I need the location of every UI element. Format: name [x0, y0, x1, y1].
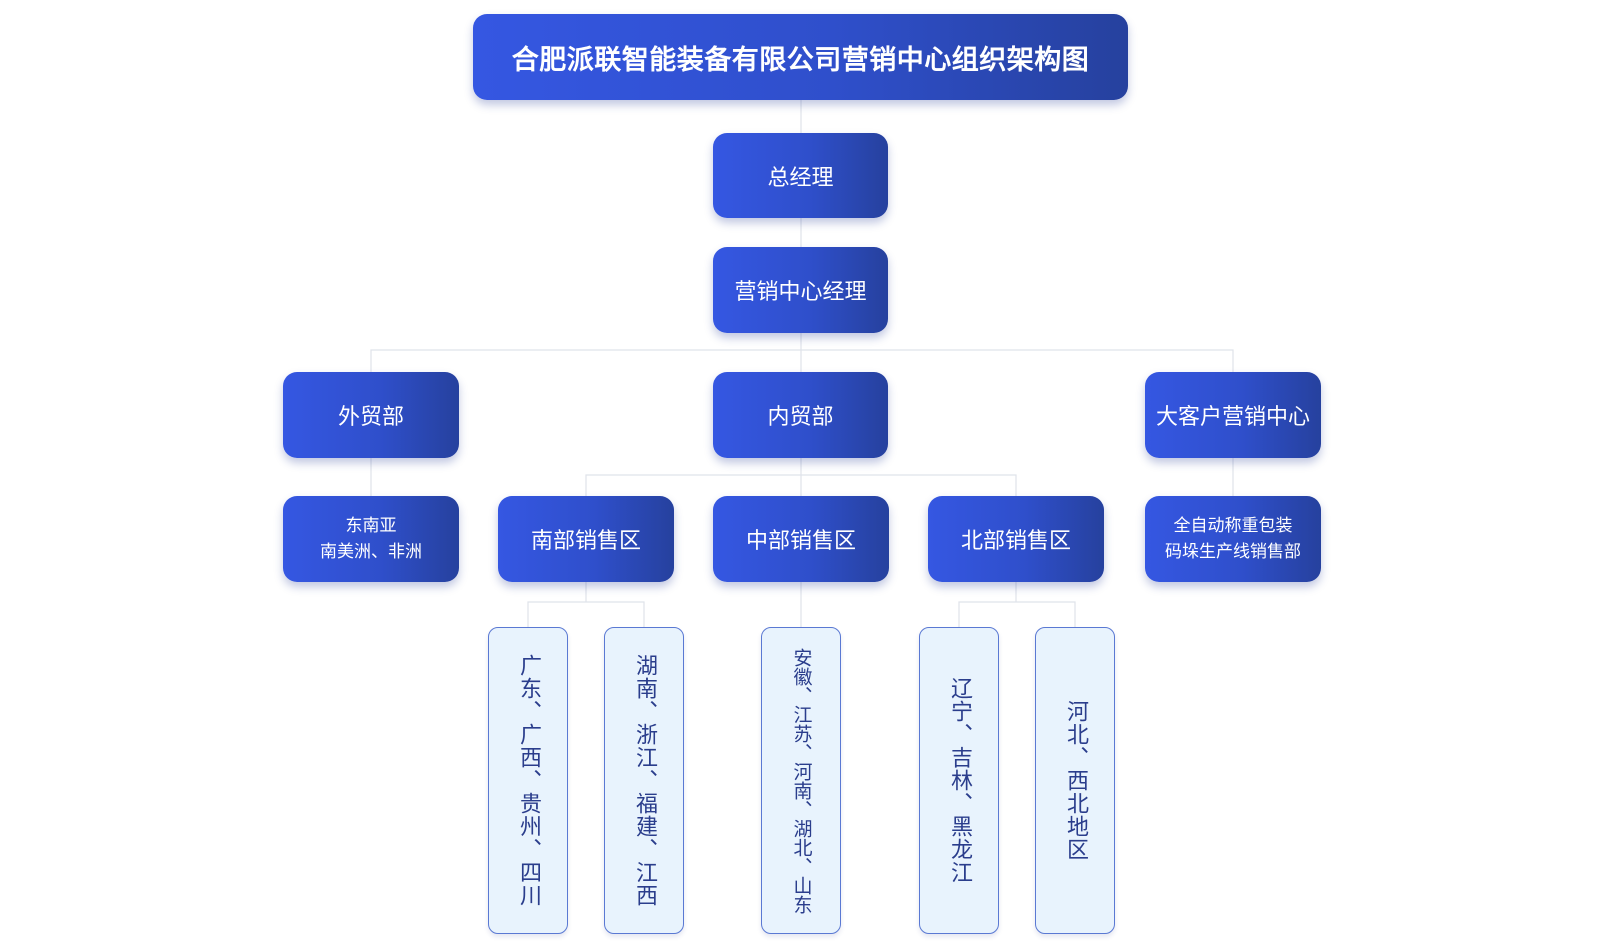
domestic-trade-label: 内贸部	[767, 405, 834, 430]
south-provinces-2-text: 湖南、浙江、福建、江西	[632, 654, 657, 907]
leaf-north-provinces-1: 辽宁、吉林、黑龙江	[919, 627, 999, 934]
node-marketing-manager: 营销中心经理	[713, 247, 888, 333]
node-foreign-trade: 外贸部	[283, 372, 459, 458]
node-north-sales: 北部销售区	[928, 496, 1104, 582]
south-provinces-1-text: 广东、广西、贵州、四川	[516, 654, 541, 907]
chart-title: 合肥派联智能装备有限公司营销中心组织架构图	[473, 14, 1128, 100]
central-provinces-text: 安徽、江苏、河南、湖北、山东	[790, 647, 813, 914]
chart-title-text: 合肥派联智能装备有限公司营销中心组织架构图	[511, 44, 1090, 76]
foreign-trade-label: 外贸部	[337, 405, 404, 430]
node-central-sales: 中部销售区	[713, 496, 889, 582]
leaf-south-provinces-1: 广东、广西、贵州、四川	[488, 627, 568, 934]
node-key-accounts: 大客户营销中心	[1145, 372, 1321, 458]
foreign-region-label: 东南亚 南美洲、非洲	[320, 516, 422, 562]
leaf-central-provinces: 安徽、江苏、河南、湖北、山东	[761, 627, 841, 934]
north-provinces-2-text: 河北、西北地区	[1063, 700, 1088, 861]
central-sales-label: 中部销售区	[745, 529, 856, 554]
leaf-north-provinces-2: 河北、西北地区	[1035, 627, 1115, 934]
connector-south-to-provinces	[527, 582, 645, 627]
key-accounts-unit-label: 全自动称重包装 码垛生产线销售部	[1165, 516, 1301, 562]
node-foreign-region: 东南亚 南美洲、非洲	[283, 496, 459, 582]
marketing-manager-label: 营销中心经理	[734, 280, 867, 305]
connector-north-to-provinces	[958, 582, 1076, 627]
node-domestic-trade: 内贸部	[713, 372, 888, 458]
node-south-sales: 南部销售区	[498, 496, 674, 582]
node-general-manager: 总经理	[713, 133, 888, 218]
key-accounts-label: 大客户营销中心	[1155, 405, 1310, 430]
north-sales-label: 北部销售区	[960, 529, 1071, 554]
connector-marketing-to-departments	[370, 333, 1234, 372]
south-sales-label: 南部销售区	[530, 529, 641, 554]
connector-domestic-to-regions	[585, 458, 1017, 496]
general-manager-label: 总经理	[767, 165, 834, 191]
leaf-south-provinces-2: 湖南、浙江、福建、江西	[604, 627, 684, 934]
node-key-accounts-unit: 全自动称重包装 码垛生产线销售部	[1145, 496, 1321, 582]
north-provinces-1-text: 辽宁、吉林、黑龙江	[947, 677, 972, 884]
